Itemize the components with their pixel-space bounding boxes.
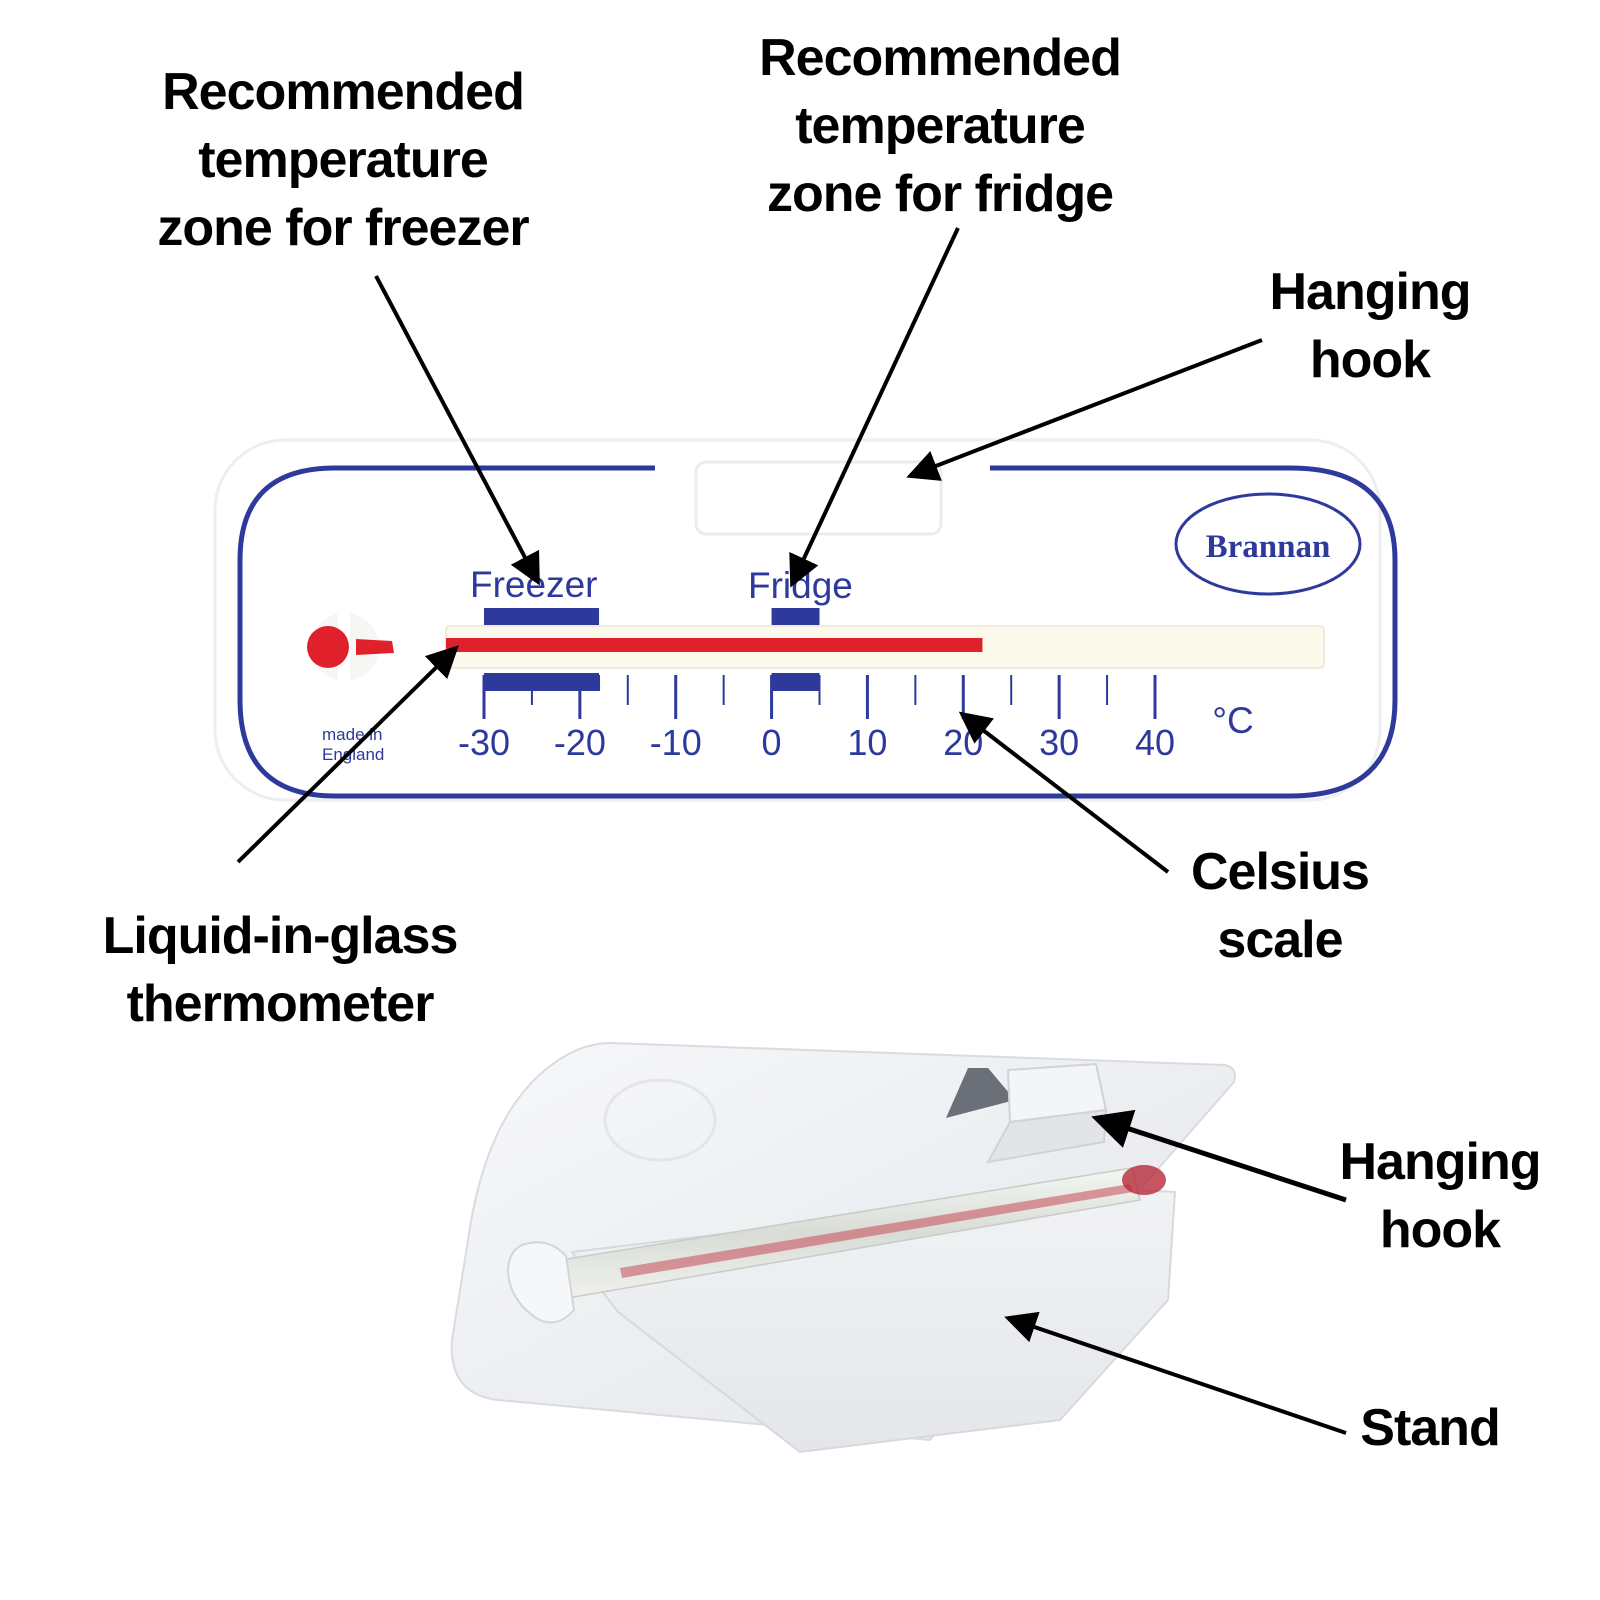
brand-logo: Brannan <box>1174 492 1362 596</box>
label-line: zone for fridge <box>766 165 1114 223</box>
label-line: Hanging <box>1269 263 1472 321</box>
freezer-zone-bar-top <box>484 608 600 626</box>
arrow-liquid-thermometer <box>236 645 459 864</box>
fridge-zone-bar-bottom <box>771 673 820 691</box>
label-line: Recommended <box>162 63 525 121</box>
label-line: hook <box>1379 1201 1501 1259</box>
label-hanging-hook-top: Hanging hook <box>1240 258 1500 394</box>
arrow-hanging-hook-top <box>906 338 1263 481</box>
label-line: temperature <box>795 97 1086 155</box>
label-line: Recommended <box>759 29 1122 87</box>
label-freezer-zone: Recommended temperature zone for freezer <box>118 58 568 262</box>
bulb-liquid <box>307 626 349 668</box>
plate-detail <box>603 1078 717 1162</box>
label-stand: Stand <box>1330 1394 1530 1462</box>
label-fridge-zone: Recommended temperature zone for fridge <box>720 24 1160 228</box>
glass-tube-bulb <box>1122 1165 1166 1195</box>
scale-tick-label: 40 <box>1135 722 1175 763</box>
scale-tick-label: -10 <box>650 722 702 763</box>
unit-label: °C <box>1212 700 1254 741</box>
scale-tick-label: 10 <box>847 722 887 763</box>
label-line: thermometer <box>126 975 435 1033</box>
scale-tick-label: 30 <box>1039 722 1079 763</box>
hook-hole <box>946 1068 1015 1118</box>
fridge-zone-bar-top <box>771 608 820 626</box>
label-line: scale <box>1217 911 1343 969</box>
scale-tick-label: 0 <box>762 722 782 763</box>
label-celsius-scale: Celsius scale <box>1160 838 1400 974</box>
label-line: Stand <box>1360 1399 1500 1457</box>
scale-tick-label: -20 <box>554 722 606 763</box>
card-border <box>237 465 1398 799</box>
label-hanging-hook-bottom: Hanging hook <box>1310 1128 1570 1264</box>
thermometer-bulb <box>307 608 394 688</box>
arrow-fridge-zone <box>789 227 960 588</box>
label-line: zone for freezer <box>157 199 529 257</box>
label-line: hook <box>1309 331 1431 389</box>
brand-oval <box>1174 492 1362 596</box>
glass-tube-liquid <box>620 1184 1133 1278</box>
thermometer-back-view <box>450 1041 1236 1454</box>
label-line: temperature <box>198 131 489 189</box>
label-line: Celsius <box>1191 843 1370 901</box>
label-line: Liquid-in-glass <box>102 907 459 965</box>
arrow-stand <box>1004 1311 1347 1435</box>
fridge-zone-label: Fridge <box>748 565 853 606</box>
arrow-celsius-scale <box>958 711 1170 874</box>
made-in-line-1: made in <box>322 725 382 744</box>
arrow-freezer-zone <box>374 275 540 586</box>
callout-arrows <box>236 227 1347 1435</box>
liquid-column <box>446 638 983 652</box>
bulb-neck <box>356 639 394 655</box>
made-in-line-2: England <box>322 745 384 764</box>
arrow-hanging-hook-bottom <box>1091 1109 1347 1203</box>
hanging-hook-3d <box>946 1062 1108 1164</box>
hanging-hook-slot <box>694 460 943 536</box>
label-line: Hanging <box>1339 1133 1542 1191</box>
brand-name: Brannan <box>1206 529 1331 565</box>
scale-tick-label: -30 <box>458 722 510 763</box>
label-liquid-thermometer: Liquid-in-glass thermometer <box>60 902 500 1038</box>
tube-clip <box>506 1241 576 1324</box>
glass-tube-3d <box>547 1165 1166 1301</box>
